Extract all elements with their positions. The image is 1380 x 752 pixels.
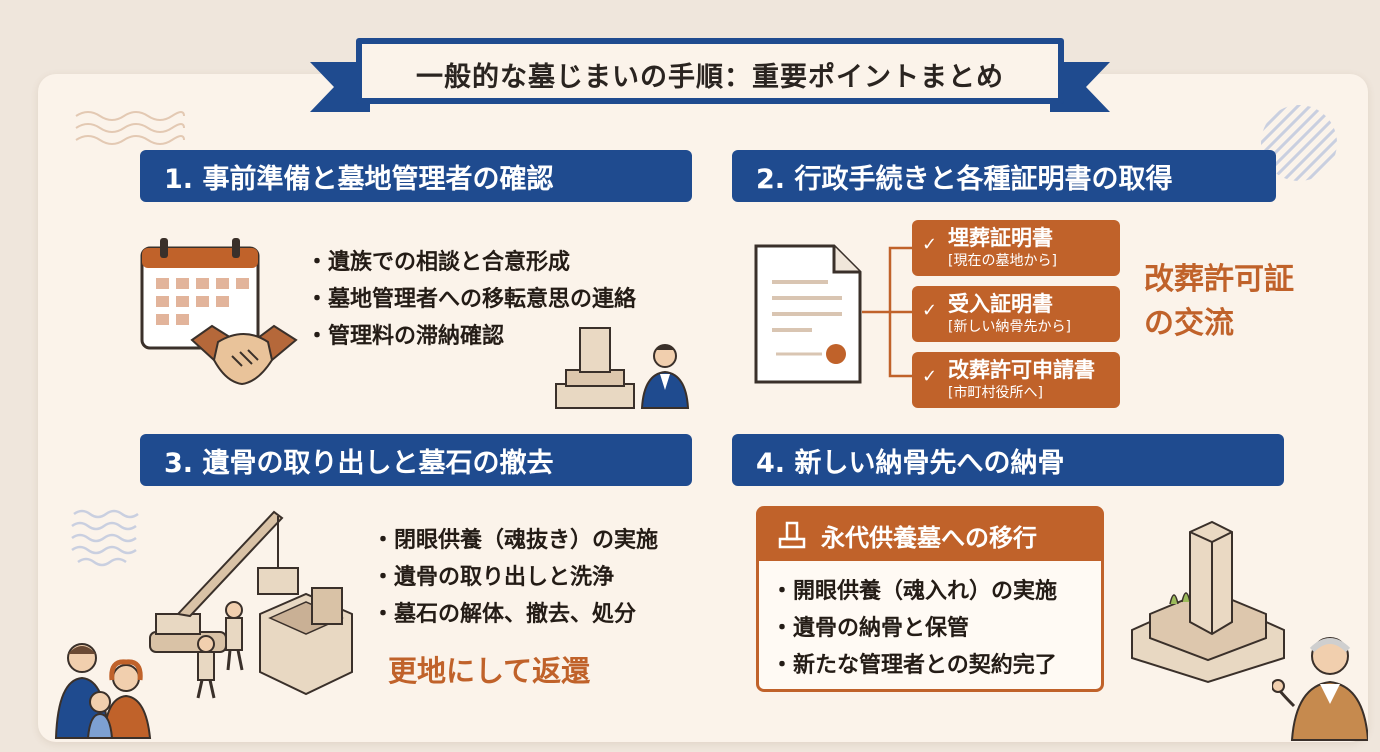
elder-icon <box>1272 637 1368 741</box>
section-3-bullet: 遺骨の取り出しと洗浄 <box>372 559 658 596</box>
certificate-name: 受入証明書 <box>948 292 1053 316</box>
section-1-bullets: 遺族での相談と合意形成 墓地管理者への移転意思の連絡 管理料の滞納確認 <box>306 244 636 355</box>
section-3-bullet: 閉眼供養（魂抜き）の実施 <box>372 522 658 559</box>
family-icon <box>54 643 152 739</box>
certificate-note: [市町村役所へ] <box>948 385 1043 401</box>
section-3-bullet: 墓石の解体、撤去、処分 <box>372 596 658 633</box>
certificate-note: [現在の墓地から] <box>948 253 1057 269</box>
title-ribbon: 一般的な墓じまいの手順：重要ポイントまとめ <box>300 24 1120 124</box>
certificate-name: 改葬許可申請書 <box>948 358 1095 382</box>
certificate-card: ✓ 埋葬証明書 [現在の墓地から] <box>912 220 1120 276</box>
section-4-bullet: 開眼供養（魂入れ）の実施 <box>771 573 1057 610</box>
section-3-bullets: 閉眼供養（魂抜き）の実施 遺骨の取り出しと洗浄 墓石の解体、撤去、処分 <box>372 522 658 633</box>
section-3-result: 更地にして返還 <box>388 654 591 688</box>
box-header: 永代供養墓への移行 <box>759 509 1101 561</box>
box-title: 永代供養墓への移行 <box>821 523 1037 552</box>
certificate-card: ✓ 受入証明書 [新しい納骨先から] <box>912 286 1120 342</box>
section-4-box: 永代供養墓への移行 開眼供養（魂入れ）の実施 遺骨の納骨と保管 新たな管理者との… <box>756 506 1104 692</box>
section-2-heading: 2. 行政手続きと各種証明書の取得 <box>732 150 1276 202</box>
check-icon: ✓ <box>922 234 938 255</box>
permit-result-line: の交流 <box>1144 306 1234 341</box>
connector-lines <box>862 246 912 378</box>
section-4-bullets: 開眼供養（魂入れ）の実施 遺骨の納骨と保管 新たな管理者との契約完了 <box>771 573 1057 684</box>
calendar-icon <box>140 238 260 350</box>
grave-icon <box>555 327 635 409</box>
section-1-heading: 1. 事前準備と墓地管理者の確認 <box>140 150 692 202</box>
certificate-card: ✓ 改葬許可申請書 [市町村役所へ] <box>912 352 1120 408</box>
section-4-heading: 4. 新しい納骨先への納骨 <box>732 434 1284 486</box>
check-icon: ✓ <box>922 300 938 321</box>
section-1-bullet: 墓地管理者への移転意思の連絡 <box>306 281 636 318</box>
wave-circle-decoration <box>71 509 139 567</box>
check-icon: ✓ <box>922 366 938 387</box>
document-icon <box>754 244 862 384</box>
certificate-name: 埋葬証明書 <box>948 226 1053 250</box>
seal-icon <box>826 344 846 364</box>
page-title: 一般的な墓じまいの手順：重要ポイントまとめ <box>416 61 1004 93</box>
wave-decoration <box>75 111 185 145</box>
section-4-bullet: 遺骨の納骨と保管 <box>771 610 1057 647</box>
section-4-bullet: 新たな管理者との契約完了 <box>771 647 1057 684</box>
staff-icon <box>640 344 690 409</box>
worker-icon <box>196 601 244 699</box>
permit-result-line: 改葬許可証 <box>1144 262 1294 297</box>
ribbon-shape <box>310 38 1110 112</box>
section-1-bullet: 管理料の滞納確認 <box>306 318 636 355</box>
permit-result: 改葬許可証 の交流 <box>1144 258 1294 346</box>
monument-icon <box>1131 520 1285 684</box>
section-1-bullet: 遺族での相談と合意形成 <box>306 244 636 281</box>
section-3-heading: 3. 遺骨の取り出しと墓石の撤去 <box>140 434 692 486</box>
handshake-icon <box>190 324 298 386</box>
monument-small-icon <box>778 521 806 549</box>
certificate-note: [新しい納骨先から] <box>948 319 1071 335</box>
